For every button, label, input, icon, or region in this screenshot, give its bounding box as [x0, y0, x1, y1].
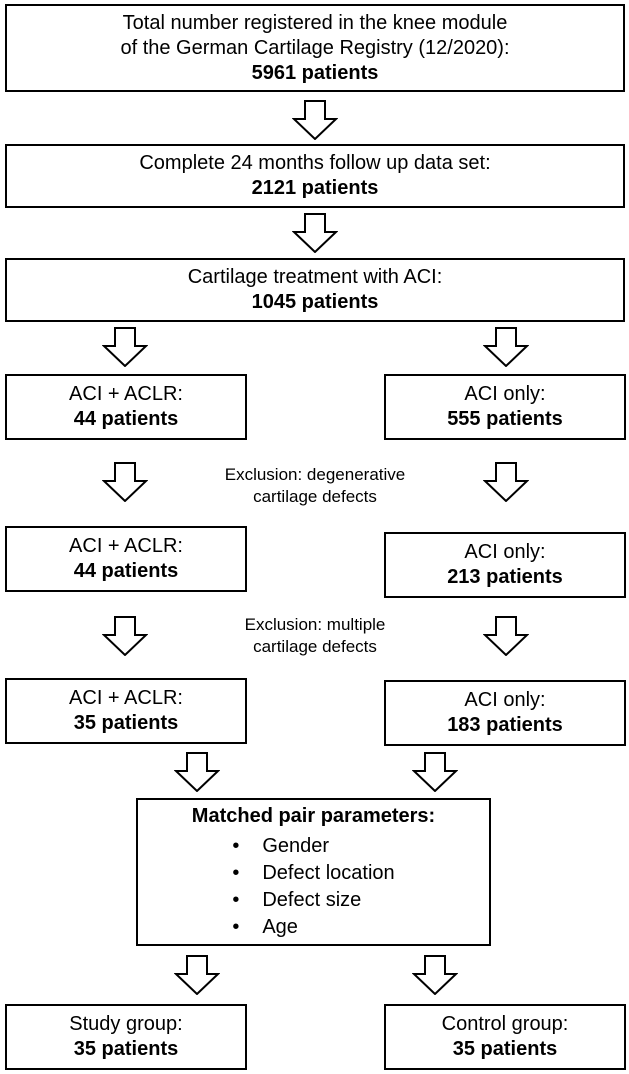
control-group-count: 35 patients — [452, 1038, 558, 1060]
aci-only-box-3: ACI only: 183 patients — [384, 680, 626, 746]
registry-total-box: Total number registered in the knee modu… — [5, 4, 625, 92]
study-group-box: Study group: 35 patients — [5, 1004, 247, 1070]
aci-aclr-count-1: 44 patients — [73, 408, 179, 430]
aci-aclr-label-3: ACI + ACLR: — [69, 687, 183, 709]
aci-only-box-1: ACI only: 555 patients — [384, 374, 626, 440]
down-arrow-icon — [174, 955, 220, 995]
aci-treatment-label: Cartilage treatment with ACI: — [187, 266, 443, 288]
down-arrow-icon — [102, 616, 148, 656]
aci-aclr-label-1: ACI + ACLR: — [69, 383, 183, 405]
down-arrow-icon — [102, 327, 148, 367]
aci-treatment-box: Cartilage treatment with ACI: 1045 patie… — [5, 258, 625, 322]
registry-count: 5961 patients — [251, 61, 379, 84]
exclusion-multiple-line-2: cartilage defects — [253, 637, 377, 656]
aci-only-count-1: 555 patients — [447, 408, 563, 430]
registry-line-1: Total number registered in the knee modu… — [122, 11, 508, 34]
followup-box: Complete 24 months follow up data set: 2… — [5, 144, 625, 208]
aci-only-label-1: ACI only: — [464, 383, 546, 405]
matched-pair-box: Matched pair parameters: Gender Defect l… — [136, 798, 491, 946]
aci-aclr-box-3: ACI + ACLR: 35 patients — [5, 678, 247, 744]
aci-aclr-count-2: 44 patients — [73, 560, 179, 582]
down-arrow-icon — [292, 213, 338, 253]
aci-aclr-label-2: ACI + ACLR: — [69, 535, 183, 557]
exclusion-multiple-line-1: Exclusion: multiple — [244, 615, 386, 634]
down-arrow-icon — [102, 462, 148, 502]
control-group-box: Control group: 35 patients — [384, 1004, 626, 1070]
aci-aclr-box-1: ACI + ACLR: 44 patients — [5, 374, 247, 440]
matched-pair-item: Defect location — [232, 860, 394, 887]
down-arrow-icon — [412, 752, 458, 792]
down-arrow-icon — [292, 100, 338, 140]
matched-pair-item: Defect size — [232, 887, 394, 914]
aci-only-count-2: 213 patients — [447, 566, 563, 588]
exclusion-degenerative-line-1: Exclusion: degenerative — [224, 465, 406, 484]
matched-pair-item: Gender — [232, 833, 394, 860]
followup-count: 2121 patients — [251, 177, 379, 199]
followup-label: Complete 24 months follow up data set: — [139, 152, 491, 174]
down-arrow-icon — [412, 955, 458, 995]
study-group-label: Study group: — [69, 1013, 183, 1035]
exclusion-multiple-note: Exclusion: multiple cartilage defects — [190, 614, 440, 658]
down-arrow-icon — [483, 462, 529, 502]
aci-treatment-count: 1045 patients — [251, 291, 379, 313]
matched-pair-item: Age — [232, 914, 394, 941]
aci-only-count-3: 183 patients — [447, 714, 563, 736]
down-arrow-icon — [483, 327, 529, 367]
matched-pair-list: Gender Defect location Defect size Age — [232, 833, 394, 941]
down-arrow-icon — [483, 616, 529, 656]
aci-aclr-count-3: 35 patients — [73, 712, 179, 734]
registry-line-2: of the German Cartilage Registry (12/202… — [120, 36, 510, 59]
exclusion-degenerative-line-2: cartilage defects — [253, 487, 377, 506]
study-group-count: 35 patients — [73, 1038, 179, 1060]
control-group-label: Control group: — [441, 1013, 569, 1035]
down-arrow-icon — [174, 752, 220, 792]
aci-aclr-box-2: ACI + ACLR: 44 patients — [5, 526, 247, 592]
aci-only-box-2: ACI only: 213 patients — [384, 532, 626, 598]
exclusion-degenerative-note: Exclusion: degenerative cartilage defect… — [190, 464, 440, 508]
matched-pair-title: Matched pair parameters: — [191, 804, 436, 827]
aci-only-label-3: ACI only: — [464, 689, 546, 711]
aci-only-label-2: ACI only: — [464, 541, 546, 563]
